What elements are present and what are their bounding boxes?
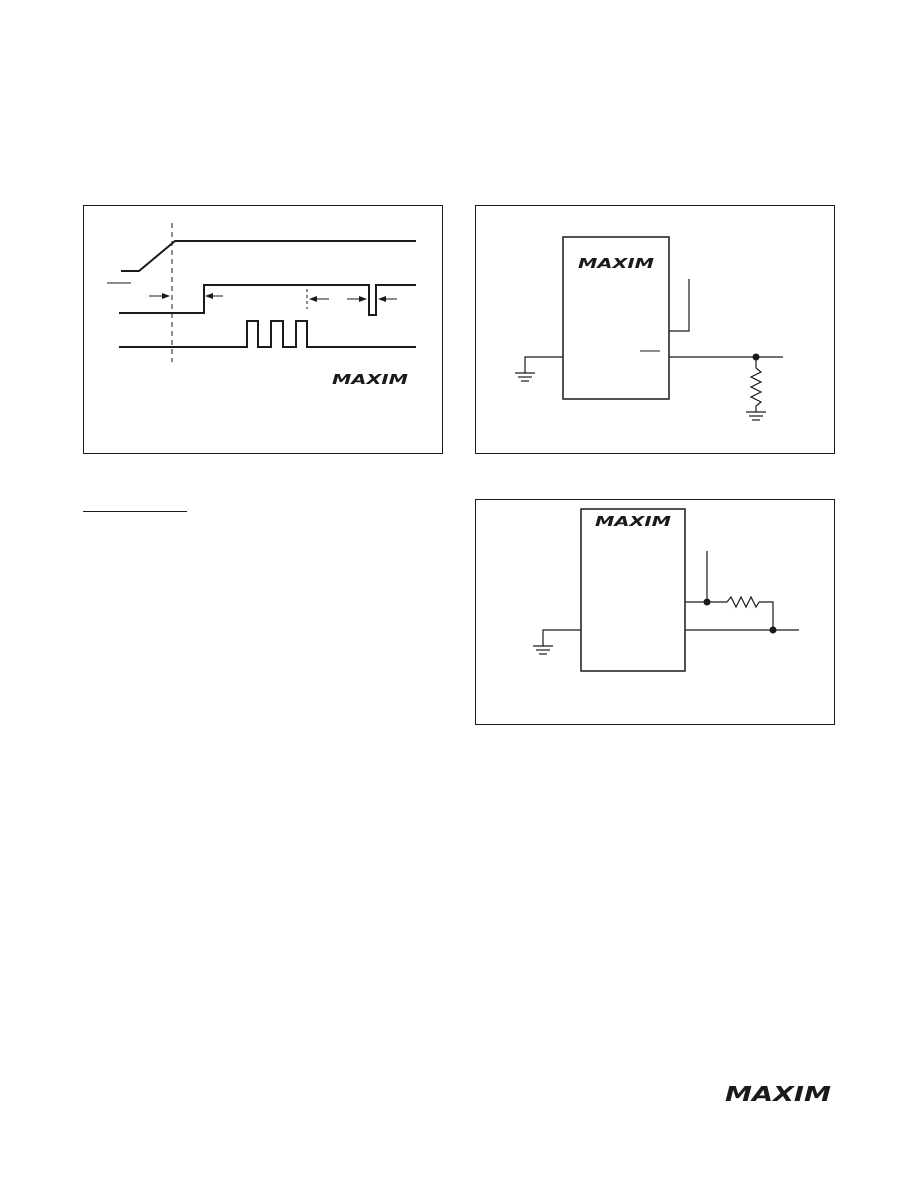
schematic-pulldown-panel: MAXIM: [475, 205, 835, 454]
reset-output-trace: [119, 284, 416, 316]
timing-frame: [83, 205, 443, 454]
watchdog-pulse-trace: [119, 320, 416, 348]
schematic-frame-2: [475, 499, 835, 725]
junction-dot-bottom: [769, 626, 777, 634]
maxim-logo-timing: MAXIM: [332, 373, 408, 388]
ic-body-2: [580, 508, 686, 672]
series-resistor: [726, 595, 760, 609]
timing-diagram: MAXIM: [83, 205, 443, 454]
ground-pin-wire: [524, 356, 563, 373]
ic-body: [562, 236, 670, 400]
ground-symbol-right: [746, 411, 766, 421]
schematic-pullup-panel: MAXIM: [475, 499, 835, 725]
timing-arrow-2: [205, 293, 223, 299]
timing-arrow-5: [378, 296, 397, 302]
maxim-logo-footer: MAXIM: [725, 1082, 831, 1106]
schematic-frame: [475, 205, 835, 454]
section-underline: [83, 511, 187, 512]
pulldown-resistor: [749, 367, 763, 407]
ground-pin-wire-2: [542, 629, 581, 646]
supply-pin-wire: [669, 279, 690, 332]
supply-ramp-trace: [121, 240, 416, 272]
maxim-logo-ic: MAXIM: [578, 257, 654, 272]
schematic-pullup: MAXIM: [475, 499, 835, 725]
timing-arrow-1: [149, 293, 170, 299]
footer-logo: MAXIM: [722, 1081, 834, 1107]
ground-symbol-2: [533, 645, 553, 655]
schematic-pulldown: MAXIM: [475, 205, 835, 454]
timing-arrow-4: [347, 296, 367, 302]
maxim-logo-ic-2: MAXIM: [595, 515, 671, 530]
junction-dot-top: [703, 598, 711, 606]
ground-symbol-left: [515, 372, 535, 382]
timing-diagram-panel: MAXIM: [83, 205, 443, 454]
resistor-return-wire: [759, 601, 774, 630]
timing-arrow-3: [309, 296, 329, 302]
